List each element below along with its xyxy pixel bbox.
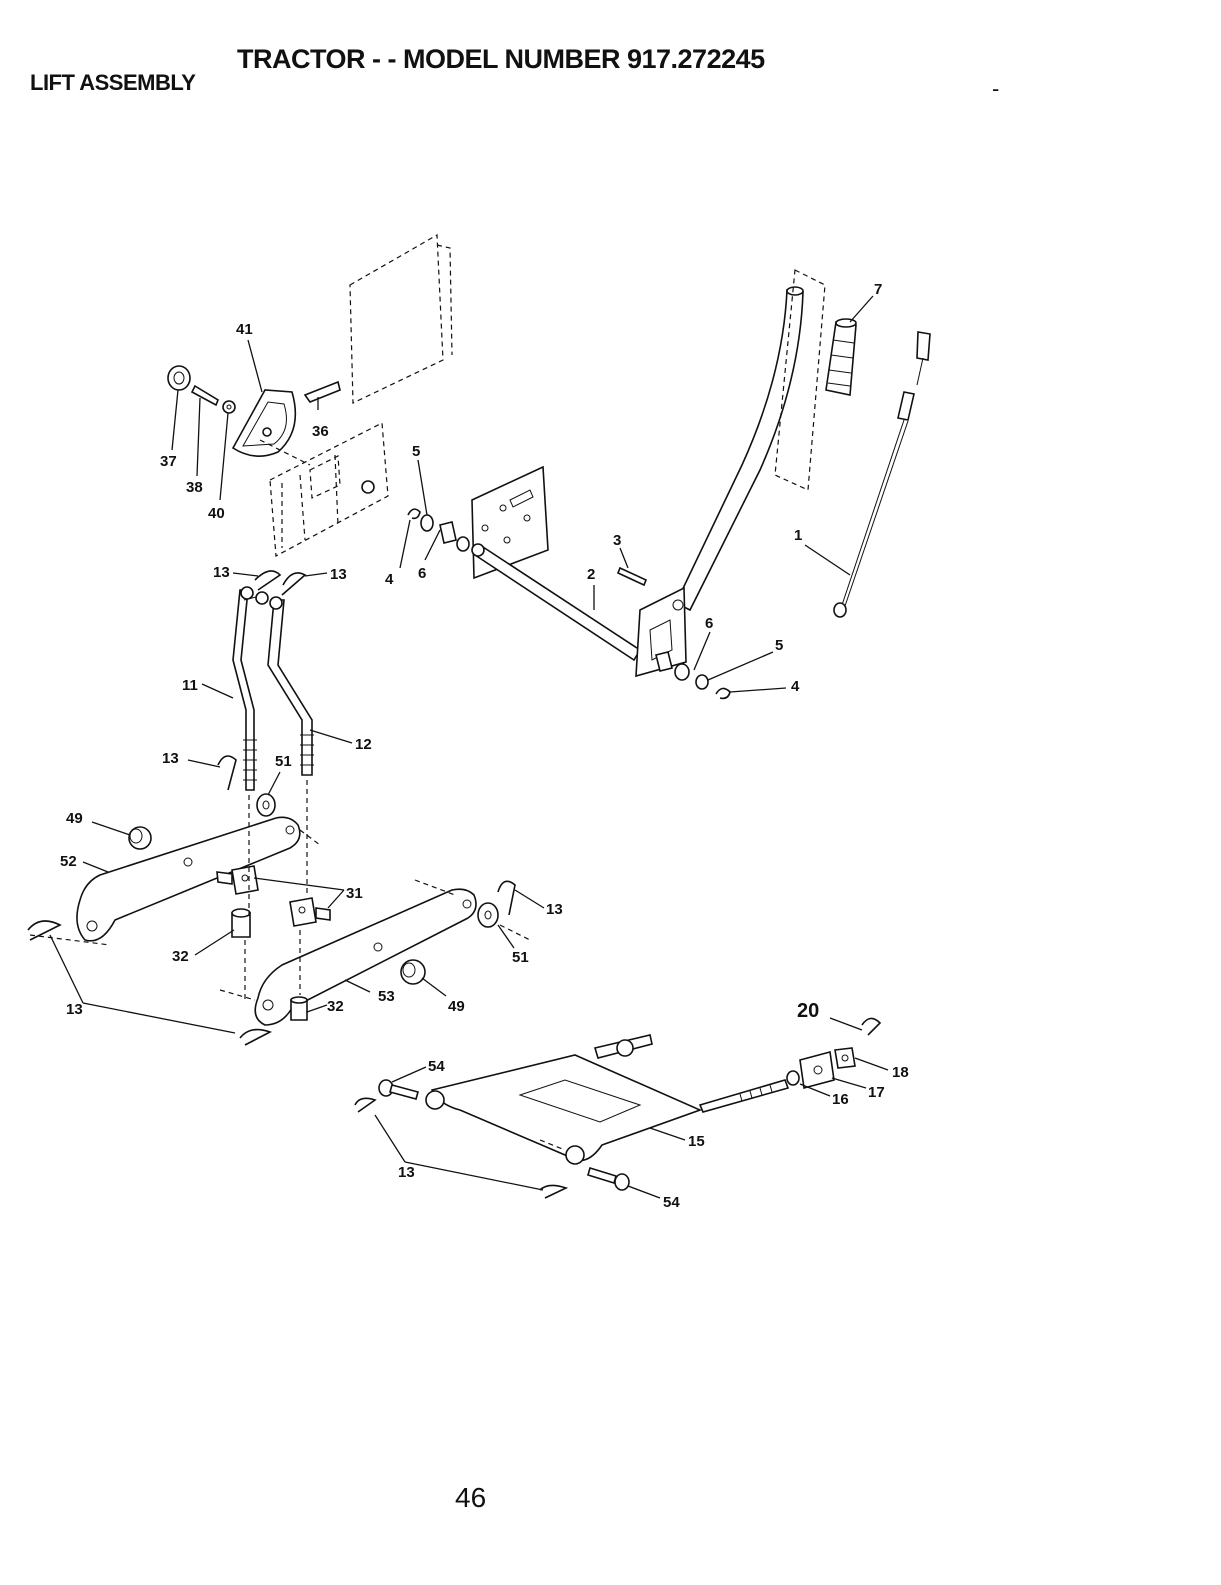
callout-13-d: 13 — [546, 901, 563, 918]
part-13-clip-d — [498, 881, 515, 915]
frame-panel-upper — [350, 235, 452, 403]
callout-1: 1 — [794, 527, 802, 544]
callout-4-right: 4 — [791, 678, 800, 695]
callout-18: 18 — [892, 1064, 909, 1081]
callout-16: 16 — [832, 1091, 849, 1108]
callout-36: 36 — [312, 423, 329, 440]
part-32-nut-b — [291, 997, 307, 1020]
callout-51-a: 51 — [275, 753, 292, 770]
callout-2: 2 — [587, 566, 595, 583]
part-2-rockshaft — [472, 544, 640, 660]
callout-52: 52 — [60, 853, 77, 870]
callout-13-c: 13 — [162, 750, 179, 767]
part-31-trunnion-b — [290, 898, 330, 926]
callout-3: 3 — [613, 532, 621, 549]
callout-49-b: 49 — [448, 998, 465, 1015]
callout-7: 7 — [874, 281, 882, 298]
part-40-washer — [223, 401, 235, 413]
part-13-clip-a — [255, 571, 280, 590]
part-53-lift-arm — [255, 889, 476, 1025]
part-54-bolt-b — [588, 1168, 629, 1190]
callout-13-a: 13 — [213, 564, 230, 581]
callout-6-right: 6 — [705, 615, 713, 632]
part-49-bushing-b — [401, 960, 425, 984]
callout-40: 40 — [208, 505, 225, 522]
callout-31: 31 — [346, 885, 363, 902]
callout-17: 17 — [868, 1084, 885, 1101]
callout-37: 37 — [160, 453, 177, 470]
part-41-cam-plate — [233, 390, 295, 456]
part-54-bolt-a — [379, 1080, 418, 1099]
callout-41: 41 — [236, 321, 253, 338]
part-18-nut — [835, 1048, 855, 1068]
hardware-left-4-5-6 — [408, 509, 469, 551]
callout-49-a: 49 — [66, 810, 83, 827]
callout-32-b: 32 — [327, 998, 344, 1015]
callout-15: 15 — [688, 1133, 705, 1150]
callout-11: 11 — [182, 677, 198, 694]
part-20-clip — [862, 1018, 880, 1035]
part-11-lift-link — [233, 590, 260, 790]
callout-51-b: 51 — [512, 949, 529, 966]
callout-labels: 41 7 36 37 38 40 5 4 6 3 2 1 6 5 4 13 13… — [60, 281, 909, 1211]
callout-12: 12 — [355, 736, 372, 753]
lift-handle — [636, 287, 803, 676]
part-13-clip-c — [218, 756, 236, 790]
callout-54-a: 54 — [428, 1058, 445, 1075]
page-number: 46 — [455, 1482, 486, 1514]
part-51-washer-b — [478, 903, 498, 927]
part-3-pin — [618, 568, 646, 585]
part-17-clevis — [800, 1052, 834, 1088]
callout-13-e: 13 — [66, 1001, 83, 1018]
part-15-hanger-plate — [426, 1035, 788, 1164]
part-49-bushing-a — [129, 827, 151, 849]
part-7-grip — [826, 319, 856, 395]
callout-13-b: 13 — [330, 566, 347, 583]
callout-38: 38 — [186, 479, 203, 496]
part-16-washer — [787, 1071, 799, 1085]
callout-32-a: 32 — [172, 948, 189, 965]
callout-5-left: 5 — [412, 443, 420, 460]
callout-6-left: 6 — [418, 565, 426, 582]
part-37-knob — [168, 366, 190, 390]
part-12-lift-link — [268, 600, 314, 775]
part-36-clip — [305, 382, 340, 402]
callout-5-right: 5 — [775, 637, 783, 654]
callout-53: 53 — [378, 988, 395, 1005]
part-51-washer-a — [257, 794, 275, 816]
callout-13-f: 13 — [398, 1164, 415, 1181]
part-13-clip-b — [282, 573, 305, 595]
part-32-nut-a — [232, 909, 250, 937]
part-38-bolt — [192, 386, 218, 405]
part-13-clip-e — [28, 921, 270, 1045]
frame-pivot-hole — [362, 481, 374, 493]
callout-54-b: 54 — [663, 1194, 680, 1211]
callout-20: 20 — [797, 1000, 819, 1022]
callout-4-left: 4 — [385, 571, 394, 588]
